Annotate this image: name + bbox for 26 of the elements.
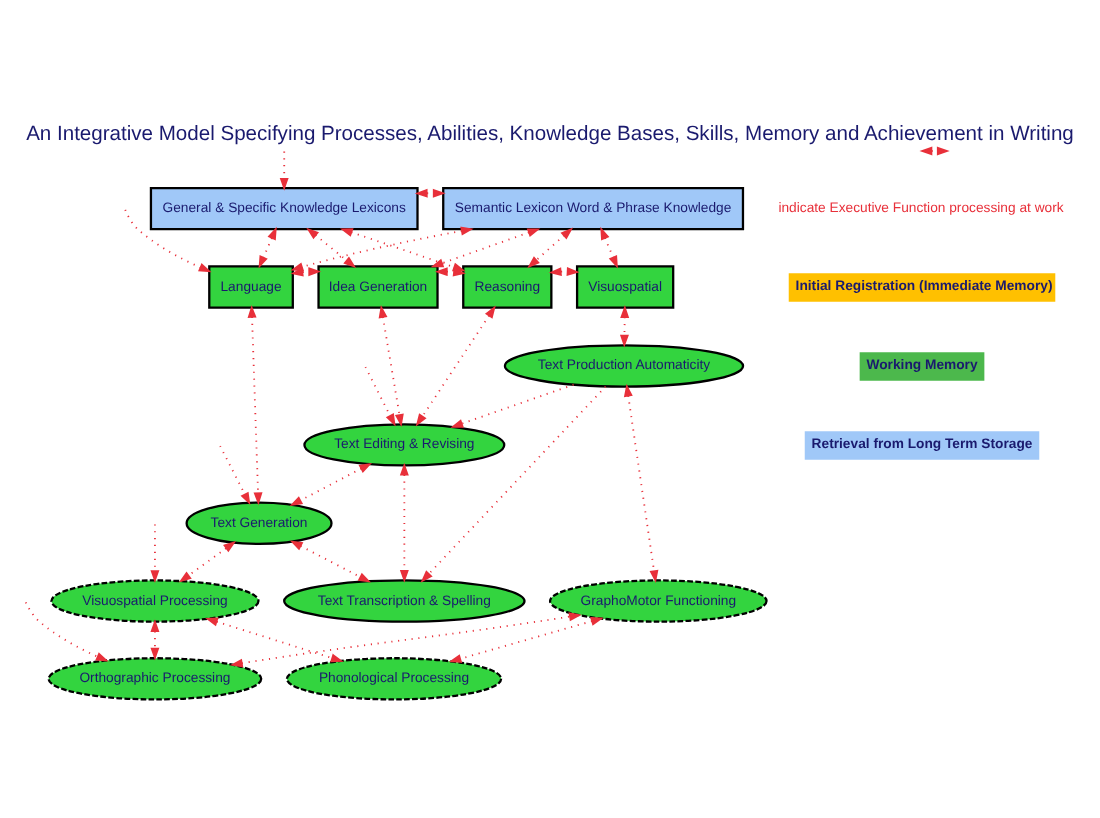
arrow <box>219 445 251 506</box>
arrow <box>289 540 372 583</box>
arrow <box>600 226 618 269</box>
arrow <box>178 541 237 583</box>
arrow <box>229 612 582 668</box>
arrow <box>399 462 409 583</box>
arrow <box>430 228 541 268</box>
arrow <box>527 227 574 269</box>
arrow <box>450 383 575 428</box>
arrow <box>420 385 607 583</box>
arrow <box>623 383 659 584</box>
arrow <box>619 305 630 348</box>
arrow <box>378 305 404 427</box>
arrow <box>289 462 372 507</box>
arrow <box>247 304 263 506</box>
arrow <box>205 617 344 663</box>
arrow <box>306 227 357 269</box>
arrow <box>24 601 109 662</box>
arrow <box>364 366 404 427</box>
arrow <box>415 305 496 427</box>
arrow <box>279 150 289 191</box>
arrow <box>124 209 212 273</box>
arrow <box>150 523 160 583</box>
arrow <box>258 226 277 269</box>
arrow <box>448 617 604 663</box>
diagram-title: An Integrative Model Specifying Processes, Abilities, Knowledge Bases, Skills, Memory and Achievement in Writing <box>26 123 1074 146</box>
